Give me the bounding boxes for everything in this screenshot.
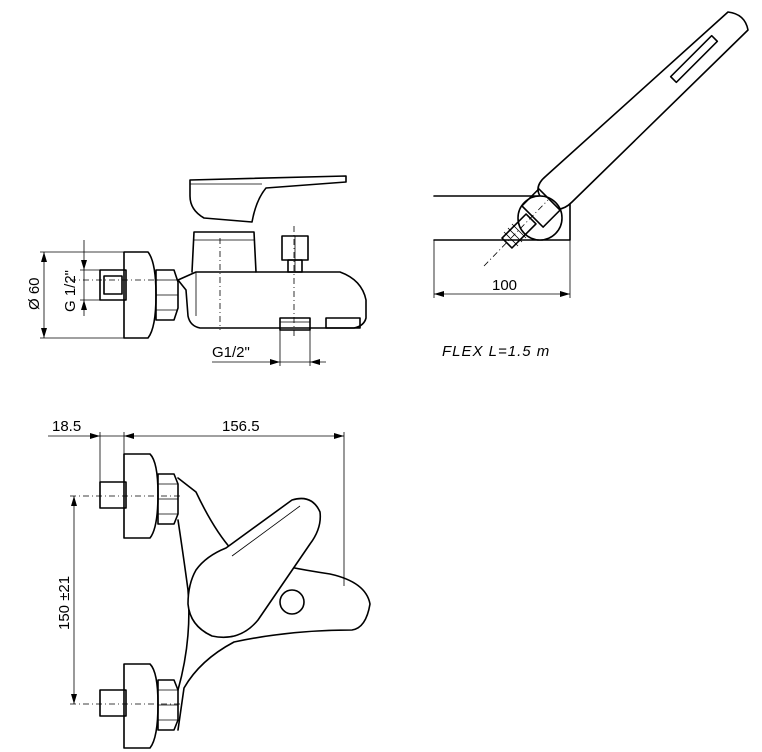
shower-offset-label: 100 <box>492 277 517 294</box>
center-distance-label: 150 ±21 <box>56 576 73 630</box>
dimension-outlet-thread: G1/2" <box>212 330 326 366</box>
inlet-thread-label: G 1/2" <box>62 270 79 312</box>
outlet-thread-label: G1/2" <box>212 344 250 361</box>
dimension-center-distance: 150 ±21 <box>56 496 77 704</box>
dimension-diameter: Ø 60 <box>26 251 124 339</box>
hand-shower <box>433 11 749 267</box>
dimension-depth: 18.5 156.5 <box>48 418 345 586</box>
dimension-shower-offset: 100 <box>433 240 571 298</box>
dimension-inlet-thread: G 1/2" <box>62 240 100 316</box>
top-view-mixer <box>70 453 371 749</box>
hose-length-note: FLEX L=1.5 m <box>442 343 550 360</box>
eccentric-depth-label: 18.5 <box>52 418 81 435</box>
diameter-label: Ø 60 <box>26 277 43 310</box>
side-view-mixer <box>70 175 367 339</box>
total-depth-label: 156.5 <box>222 418 260 435</box>
